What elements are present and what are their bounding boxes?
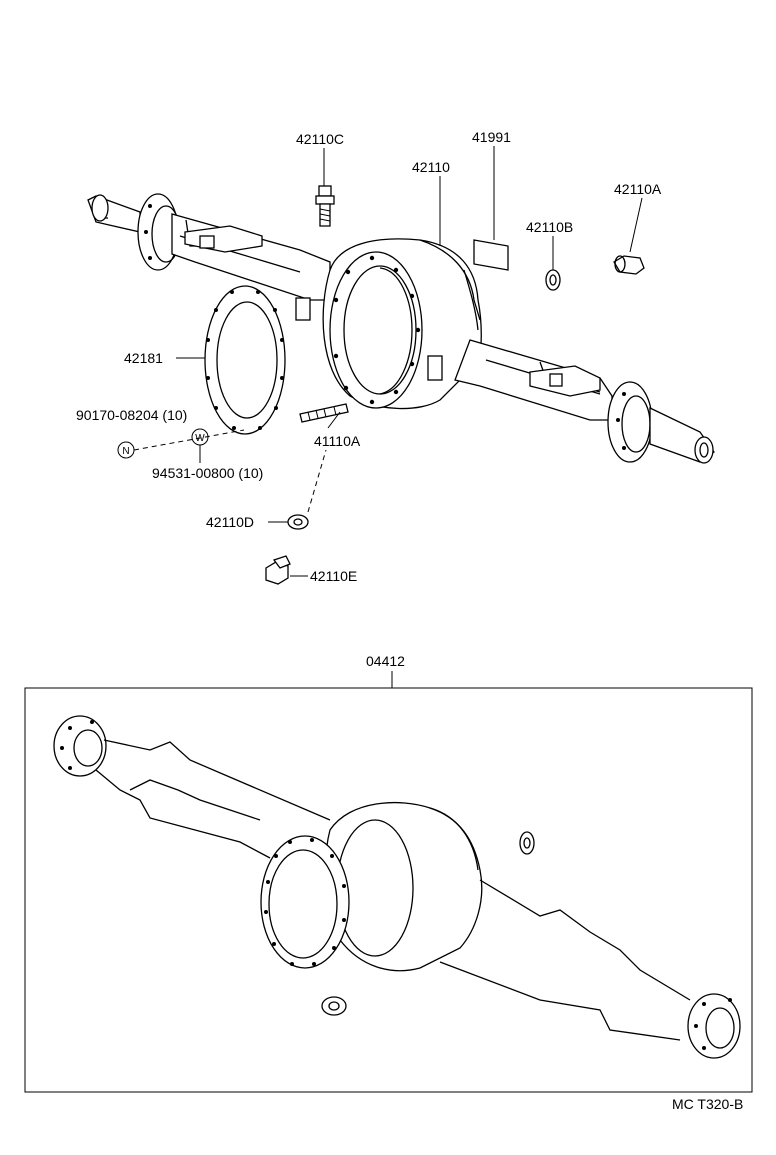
label-42181: 42181 (124, 350, 163, 366)
mark-n: N (117, 441, 135, 459)
label-42110D: 42110D (206, 514, 254, 530)
kit-box-04412 (24, 687, 753, 1093)
washer-lower-right (519, 831, 535, 855)
housing-assembly-04412 (53, 715, 741, 1059)
label-42110: 42110 (412, 159, 450, 175)
gasket-42181 (204, 285, 286, 435)
label-42110E: 42110E (310, 568, 357, 584)
gasket-42110D (287, 514, 309, 530)
stud-41110A (299, 403, 349, 423)
label-plate-41991 (473, 239, 509, 271)
leader-lines-upper (133, 146, 643, 577)
label-41991: 41991 (472, 129, 511, 145)
washer-42110B (545, 269, 561, 291)
label-04412: 04412 (366, 653, 405, 669)
drain-plug-42110E (265, 555, 291, 585)
label-94531-00800: 94531-00800 (10) (152, 465, 263, 481)
mark-n-text: N (122, 446, 129, 457)
mark-w-text: W (195, 433, 205, 444)
axle-housing-42110 (87, 193, 715, 464)
label-41110A: 41110A (314, 433, 361, 449)
diagram-reference-code: MC T320-B (672, 1096, 743, 1112)
label-42110B: 42110B (526, 219, 573, 235)
label-42110C: 42110C (296, 131, 344, 147)
washer-lower-bottom (321, 996, 347, 1016)
breather-plug-42110C (315, 185, 335, 227)
label-42110A: 42110A (614, 181, 662, 197)
plug-42110A (613, 255, 645, 275)
label-90170-08204: 90170-08204 (10) (76, 407, 187, 423)
